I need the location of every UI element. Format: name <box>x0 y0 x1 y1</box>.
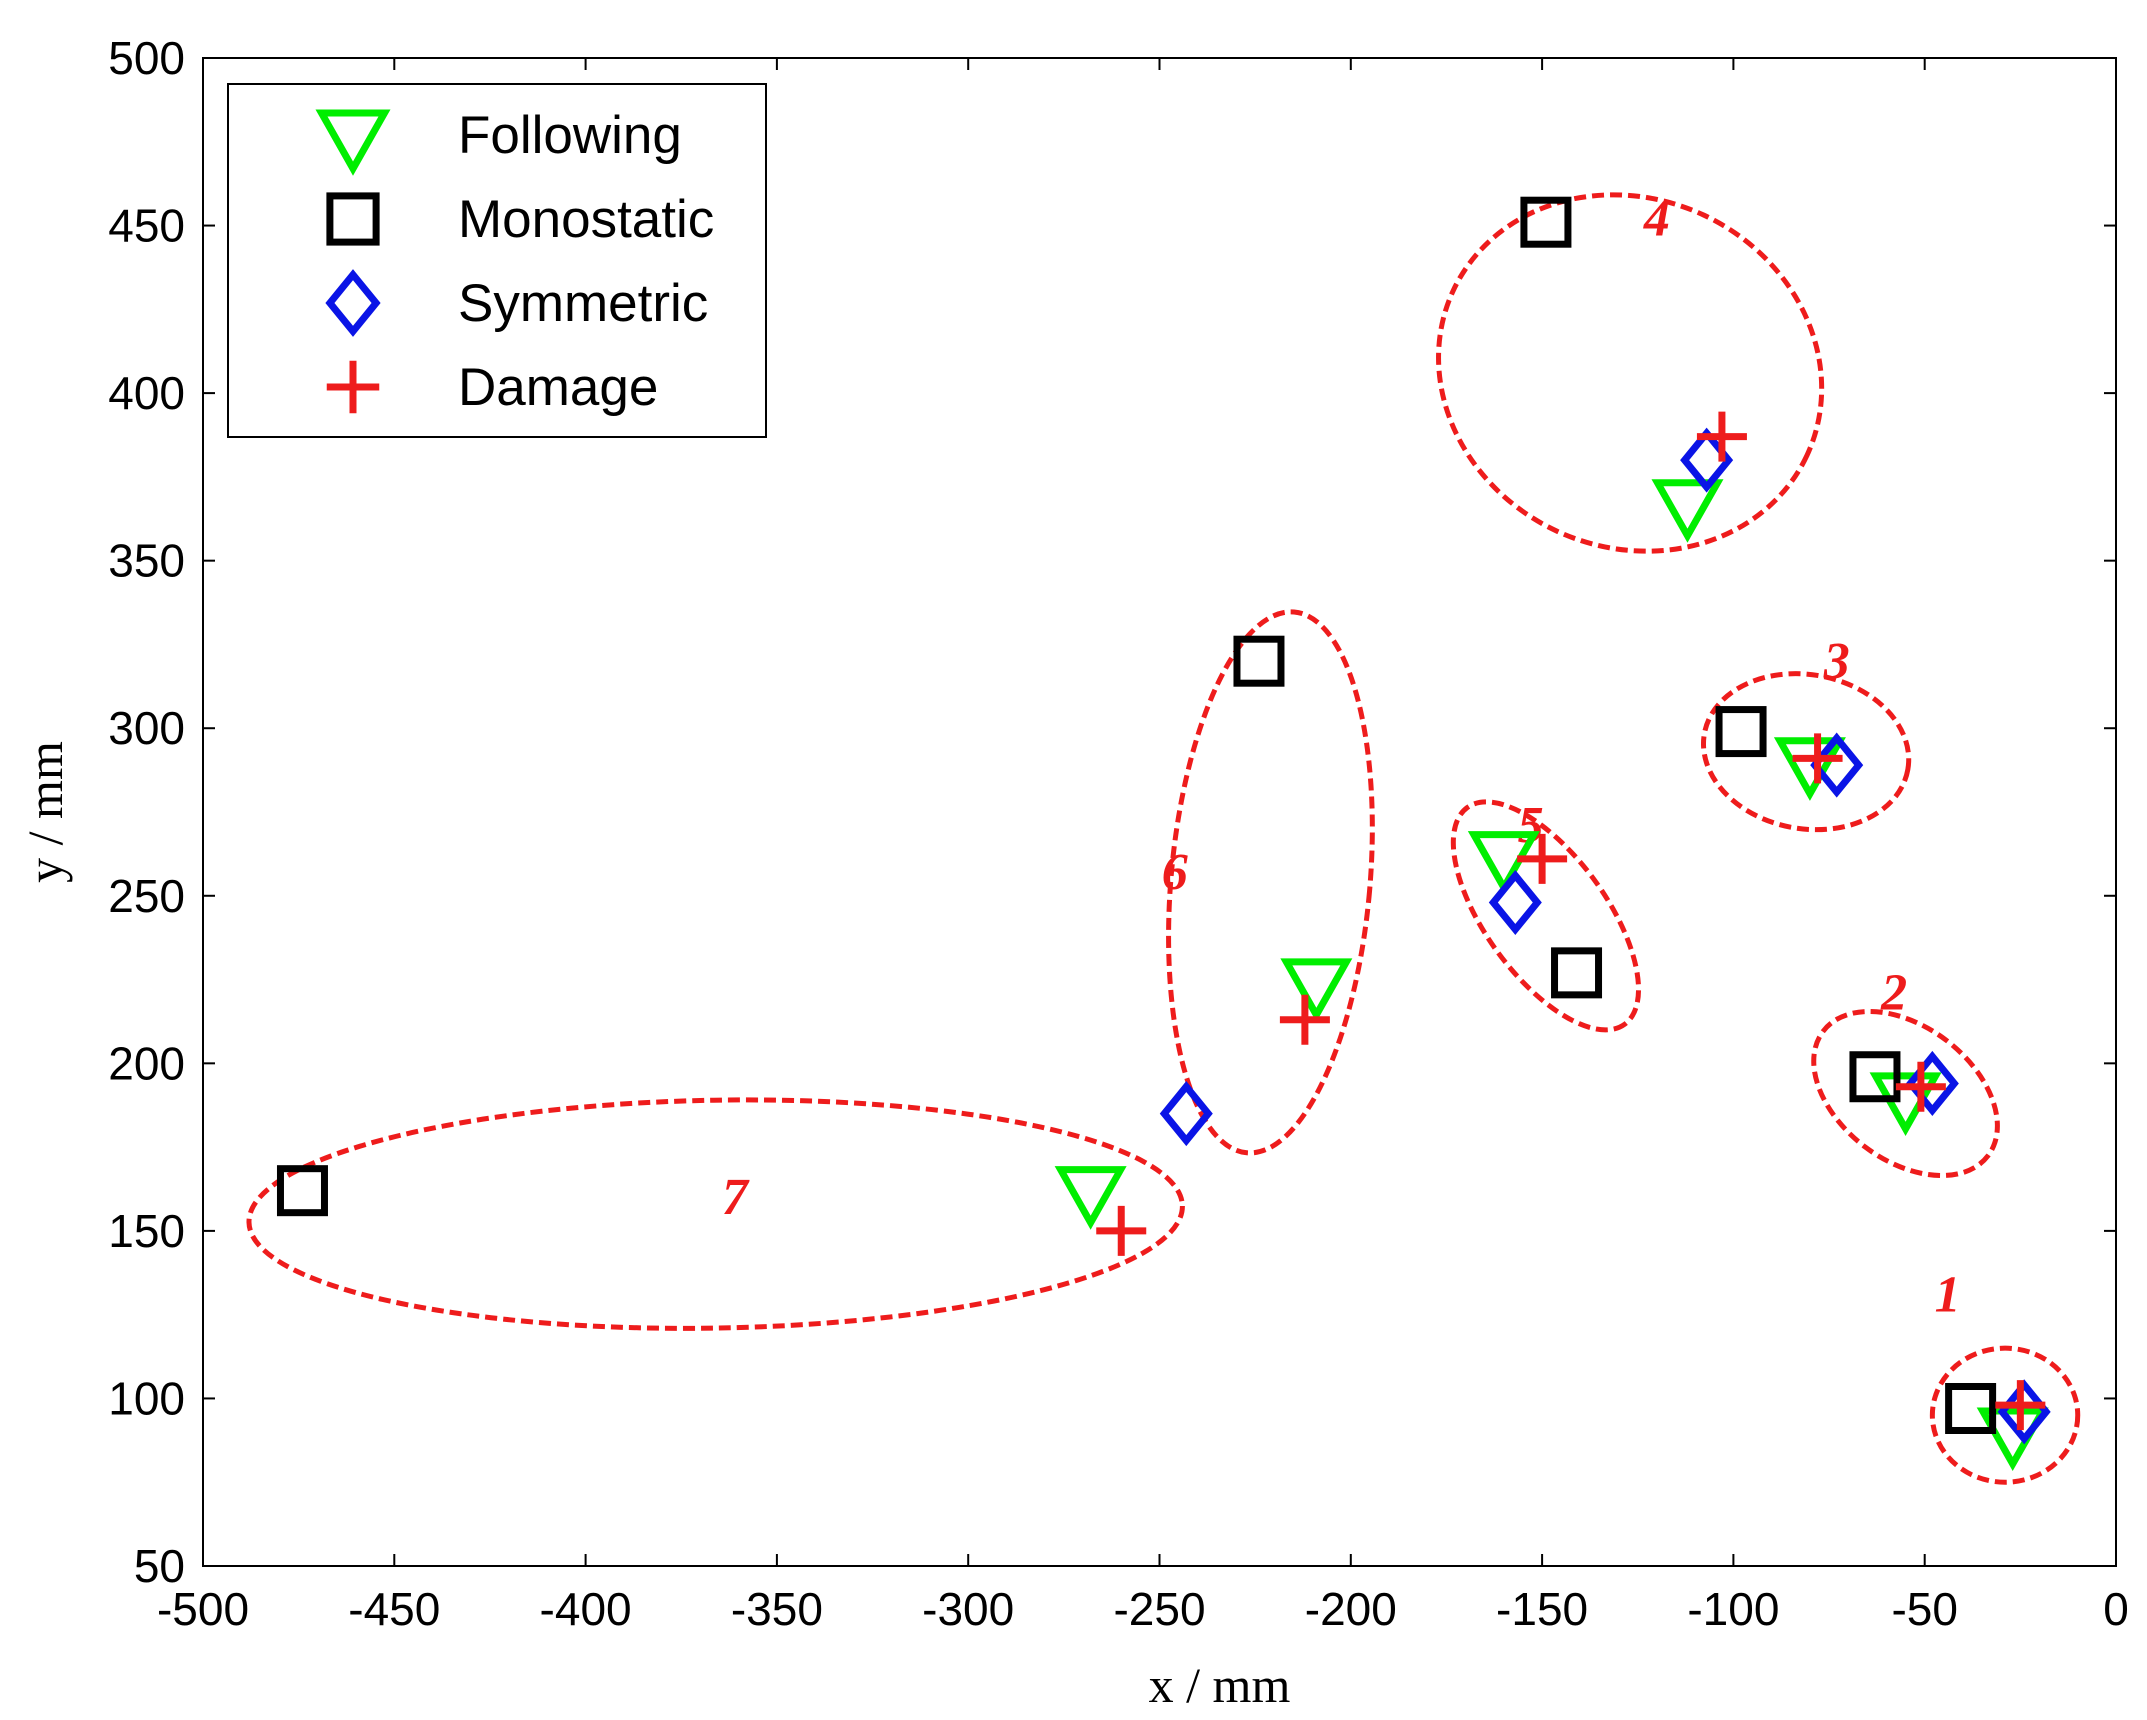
x-tick-label-1: -450 <box>348 1583 440 1635</box>
x-tick-label-10: 0 <box>2103 1583 2129 1635</box>
symmetric-point-4 <box>1488 869 1542 936</box>
x-tick-label-7: -150 <box>1496 1583 1588 1635</box>
legend-marker-damage <box>326 360 380 414</box>
group-ellipse-1 <box>1929 1345 2081 1485</box>
monostatic-point-4 <box>1551 947 1603 999</box>
group-label-4: 4 <box>1643 191 1670 248</box>
y-tick-label-9: 500 <box>108 32 185 84</box>
y-tick-label-5: 300 <box>108 702 185 754</box>
legend-box <box>227 83 767 438</box>
y-tick-label-7: 400 <box>108 367 185 419</box>
y-tick-label-4: 250 <box>108 870 185 922</box>
legend-marker-monostatic <box>326 192 380 246</box>
damage-point-2 <box>1792 733 1843 784</box>
legend-label-monostatic: Monostatic <box>458 190 714 249</box>
x-tick-label-0: -500 <box>157 1583 249 1635</box>
x-tick-label-4: -300 <box>922 1583 1014 1635</box>
group-ellipse-4 <box>1436 192 1825 554</box>
legend-label-symmetric: Symmetric <box>458 274 708 333</box>
monostatic-point-5 <box>1233 635 1285 687</box>
following-point-5 <box>1280 958 1353 1023</box>
damage-point-3 <box>1696 411 1747 462</box>
group-ellipse-2 <box>1811 1008 2000 1179</box>
group-label-7: 7 <box>722 1169 750 1226</box>
symmetric-point-5 <box>1159 1081 1213 1147</box>
monostatic-point-1 <box>1849 1051 1901 1103</box>
group-label-2: 2 <box>1880 965 1907 1022</box>
x-tick-label-3: -350 <box>731 1583 823 1635</box>
group-label-1: 1 <box>1935 1266 1961 1323</box>
y-axis-label: y / mm <box>17 741 73 883</box>
damage-point-6 <box>1096 1205 1147 1256</box>
x-tick-label-9: -50 <box>1891 1583 1957 1635</box>
x-tick-label-8: -100 <box>1687 1583 1779 1635</box>
y-tick-label-2: 150 <box>108 1205 185 1257</box>
group-ellipse-7 <box>246 1097 1185 1331</box>
legend-label-damage: Damage <box>458 358 658 417</box>
following-point-6 <box>1054 1166 1127 1230</box>
monostatic-point-3 <box>1520 196 1572 248</box>
legend-marker-symmetric <box>325 269 381 337</box>
series-layer <box>276 196 2051 1472</box>
x-tick-label-2: -400 <box>540 1583 632 1635</box>
x-axis-label: x / mm <box>1149 1657 1291 1713</box>
following-point-2 <box>1773 737 1846 801</box>
group-label-6: 6 <box>1162 844 1188 901</box>
x-tick-label-5: -250 <box>1113 1583 1205 1635</box>
legend-marker-following <box>315 109 391 176</box>
y-tick-label-3: 200 <box>108 1037 185 1089</box>
damage-point-5 <box>1279 994 1330 1045</box>
group-ellipse-3 <box>1700 671 1912 833</box>
x-tick-label-6: -200 <box>1305 1583 1397 1635</box>
y-tick-label-1: 100 <box>108 1372 185 1424</box>
y-tick-label-0: 50 <box>134 1540 185 1592</box>
group-ellipse-5 <box>1450 799 1642 1033</box>
group-ellipse-6 <box>1166 609 1375 1156</box>
group-label-3: 3 <box>1823 633 1850 690</box>
damage-point-4 <box>1517 833 1568 884</box>
monostatic-point-6 <box>276 1165 328 1217</box>
legend-label-following: Following <box>458 106 682 165</box>
y-tick-label-8: 450 <box>108 200 185 252</box>
monostatic-point-0 <box>1945 1382 1997 1434</box>
damage-point-1 <box>1895 1061 1946 1112</box>
damage-point-0 <box>1995 1380 2046 1431</box>
following-point-3 <box>1651 479 1724 543</box>
y-tick-label-6: 350 <box>108 535 185 587</box>
monostatic-point-2 <box>1715 706 1767 758</box>
